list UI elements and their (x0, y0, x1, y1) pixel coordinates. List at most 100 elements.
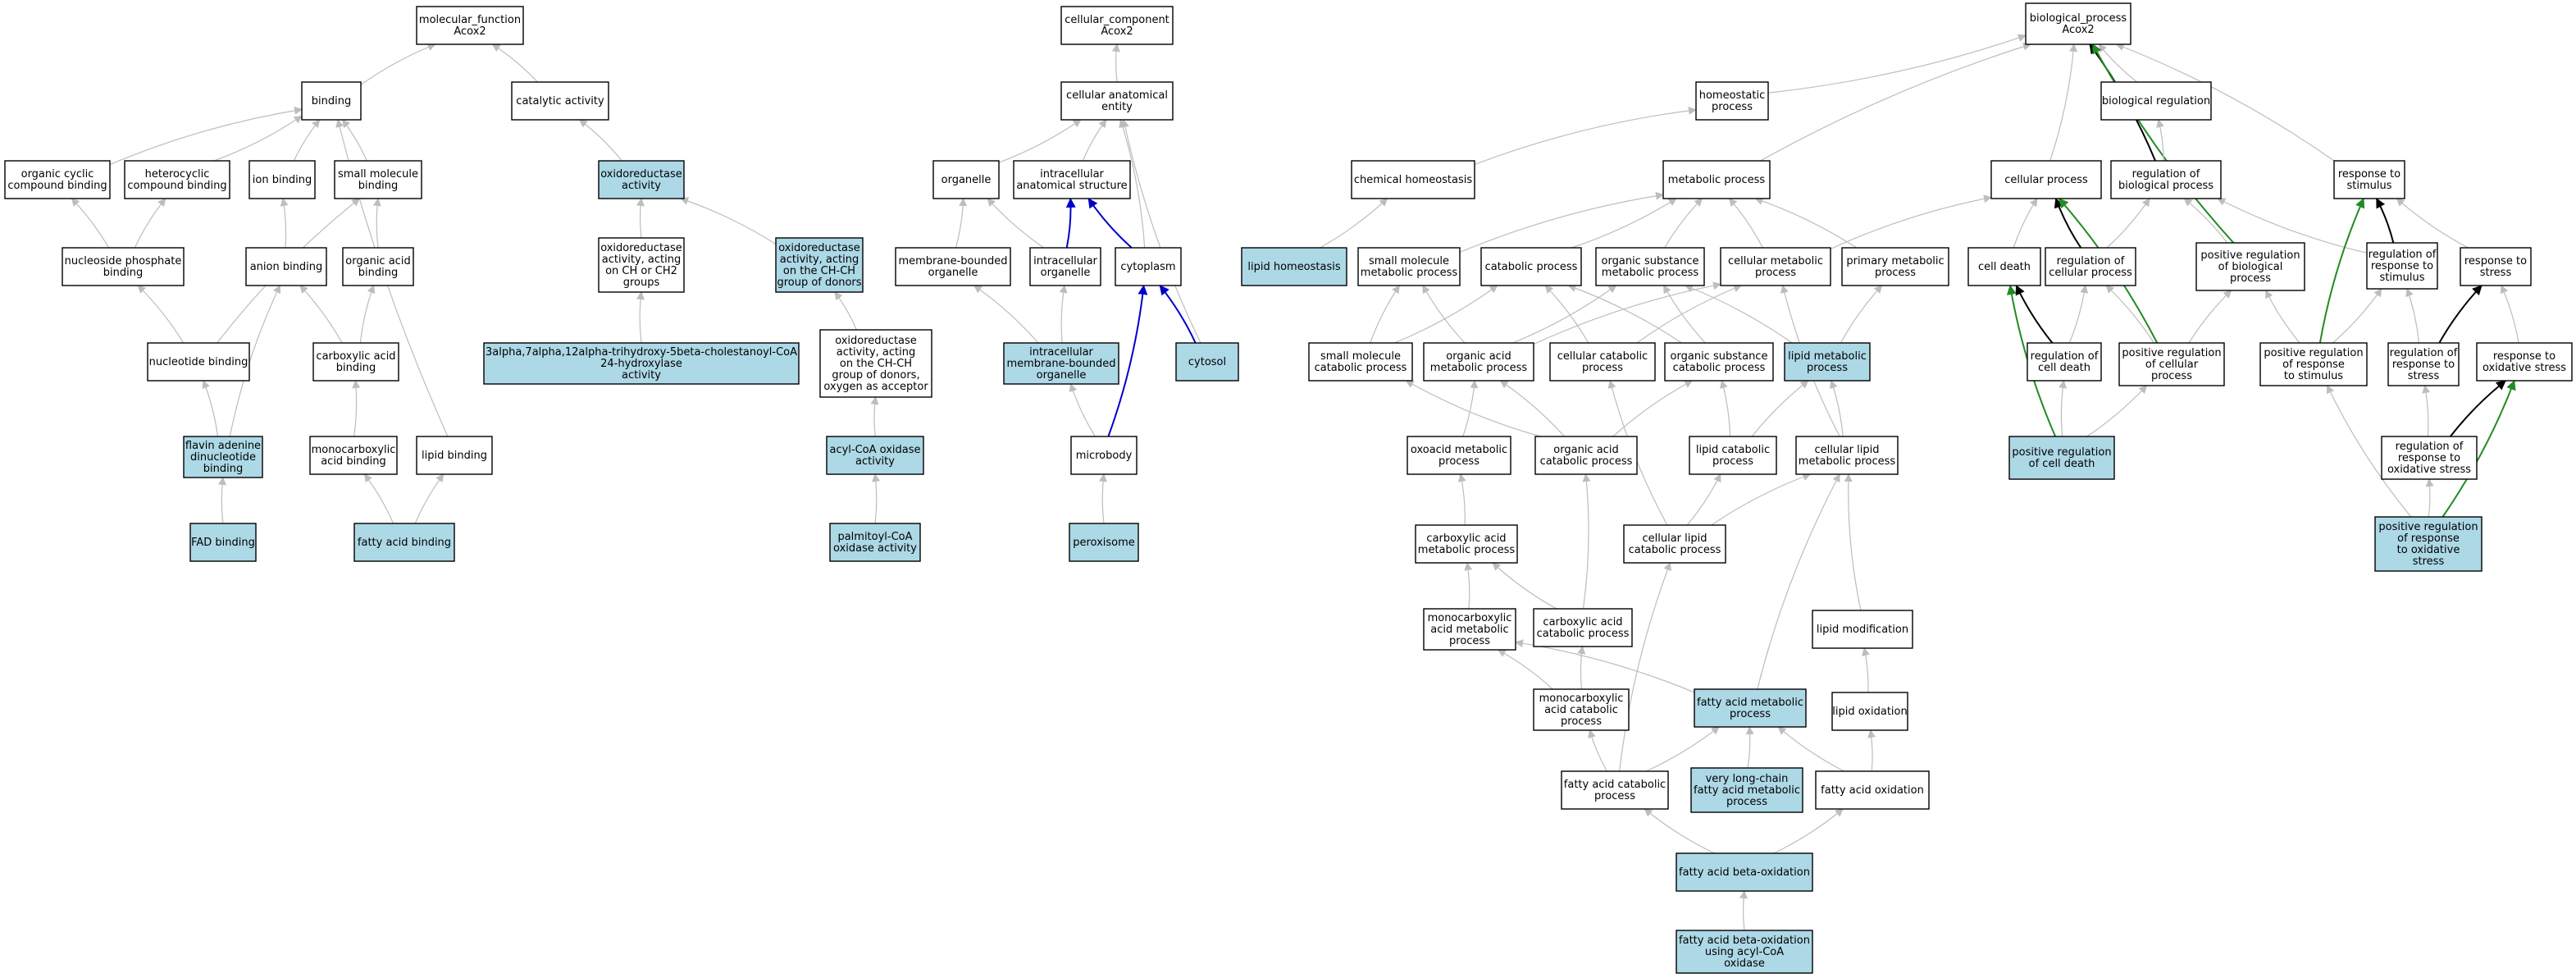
term-node-catabolic[interactable]: catabolic process (1480, 247, 1582, 286)
term-node-fad-binding[interactable]: FAD binding (189, 523, 257, 562)
term-label-line: process (1582, 362, 1623, 374)
term-node-cytosol[interactable]: cytosol (1175, 342, 1239, 382)
edge-is-a-vlc-fatty-to-fatty-met (1745, 726, 1754, 769)
edge-is-a-anion-to-ion-binding (280, 198, 289, 249)
term-label-line: regulation of (2057, 255, 2125, 267)
edge-regulates-reg-cell-death-to-cell-death (2015, 285, 2054, 344)
term-label-line: monocarboxylic (1428, 612, 1512, 624)
term-node-cytoplasm[interactable]: cytoplasm (1115, 247, 1182, 286)
term-box (248, 160, 316, 199)
term-label-line: acyl-CoA oxidase (829, 444, 920, 456)
term-node-nucleotide[interactable]: nucleotide binding (147, 342, 250, 382)
edge-regulates-reg-resp-ox-to-resp-ox-stress (2449, 380, 2506, 437)
term-node-peroxisome[interactable]: peroxisome (1069, 523, 1139, 562)
term-box (2118, 342, 2225, 386)
term-box (1662, 160, 1771, 199)
term-label-line: of cell death (2029, 458, 2095, 470)
term-node-lipid-homeo[interactable]: lipid homeostasis (1241, 247, 1347, 286)
term-node-beta-ox[interactable]: fatty acid beta-oxidation (1676, 852, 1813, 892)
term-node-ion-binding[interactable]: ion binding (248, 160, 316, 199)
term-node-metabolic[interactable]: metabolic process (1662, 160, 1771, 199)
term-node-binding[interactable]: binding (301, 81, 362, 121)
term-node-lipid-ox[interactable]: lipid oxidation (1831, 692, 1908, 731)
edge-regulates-reg-resp-stim-to-resp-stim (2375, 198, 2395, 244)
term-label-line: acid catabolic (1544, 704, 1618, 716)
term-node-fatty-ox[interactable]: fatty acid oxidation (1815, 770, 1930, 810)
term-node-lipid-binding[interactable]: lipid binding (416, 436, 493, 475)
term-node-microbody[interactable]: microbody (1070, 436, 1138, 475)
term-node-bio-reg[interactable]: biological regulation (2100, 81, 2212, 121)
term-node-anion[interactable]: anion binding (245, 247, 327, 286)
term-node-lipid-mod[interactable]: lipid modification (1812, 610, 1913, 649)
term-node-organelle[interactable]: organelle (932, 160, 1000, 199)
term-node-hydroxylase[interactable]: 3alpha,7alpha,12alpha-trihydroxy-5beta-c… (483, 342, 800, 385)
term-node-catalytic[interactable]: catalytic activity (511, 81, 609, 121)
term-node-cellular[interactable]: cellular process (1990, 160, 2102, 199)
term-node-fatty-binding[interactable]: fatty acid binding (353, 523, 455, 562)
term-box (895, 247, 1011, 286)
term-node-cell-death[interactable]: cell death (1967, 247, 2041, 286)
term-box (1990, 160, 2102, 199)
term-node-chem-homeo[interactable]: chemical homeostasis (1351, 160, 1475, 199)
